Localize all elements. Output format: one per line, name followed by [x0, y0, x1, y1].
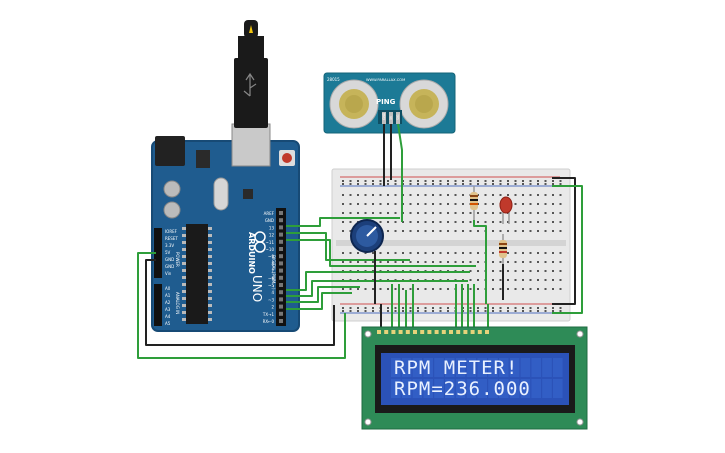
arduino-model: UNO — [250, 275, 264, 302]
chip-pins — [182, 227, 212, 321]
pin-label: 12 — [269, 233, 275, 238]
pin-label: 2 — [271, 305, 274, 310]
pin-label: 13 — [269, 225, 275, 230]
arduino-uno-board[interactable]: ARDUINO UNO DIGITAL (PWM ~) POWER ANALOG… — [151, 123, 300, 332]
pin-label: ~11 — [266, 240, 275, 245]
sensor-site: WWW.PARALLAX.COM — [366, 78, 405, 82]
digital-header[interactable] — [276, 208, 286, 326]
pin-label: GND — [265, 218, 274, 223]
wires — [137, 123, 583, 359]
atmega-chip — [186, 224, 208, 324]
lcd-line-2: RPM=236.000 — [394, 378, 531, 400]
pin-label: 5V — [165, 250, 171, 255]
breadboard-holes — [342, 180, 562, 312]
usb-cable[interactable] — [234, 20, 268, 128]
pin-label: 7 — [271, 269, 274, 274]
pin-label: 4 — [271, 290, 274, 295]
potentiometer-knob-indicator[interactable] — [366, 226, 377, 237]
pin-label: 3.3V — [165, 243, 174, 248]
digital-label: DIGITAL (PWM ~) — [271, 255, 276, 290]
usb-symbol-icon — [243, 72, 257, 97]
arduino-infinity-icon-right — [254, 241, 266, 253]
sensor-pin-label: 5V — [389, 115, 393, 120]
pin-label: ~6 — [268, 276, 274, 281]
pin-label: A3 — [165, 307, 171, 312]
pin-label: RESET — [165, 236, 178, 241]
dc-jack — [155, 136, 185, 166]
power-pin-labels: IOREF RESET 3.3V 5V GND GND Vin — [165, 229, 178, 276]
sensor-pin-label: GND — [382, 112, 386, 120]
sensor-brand: PING — [376, 98, 396, 106]
pin-label: Vin — [165, 271, 172, 276]
sensor-pin-label: SIG — [396, 114, 400, 120]
pin-label: A4 — [165, 314, 171, 319]
power-label: POWER — [175, 252, 180, 267]
analog-header[interactable] — [154, 284, 162, 326]
power-header[interactable] — [154, 228, 162, 278]
potentiometer[interactable] — [350, 219, 384, 253]
lcd-line-1: RPM METER! — [394, 357, 518, 379]
pin-label: A5 — [165, 321, 171, 326]
analog-label: ANALOG IN — [175, 292, 180, 314]
lcd-16x2-module[interactable]: RPM METER! RPM=236.000 — [361, 326, 588, 430]
usb-lightning-icon — [249, 25, 253, 33]
pin-label: GND — [165, 257, 174, 262]
digital-header-pins — [279, 211, 283, 323]
red-led[interactable] — [499, 196, 513, 224]
pin-label: ~9 — [268, 254, 274, 259]
pin-label: A2 — [165, 300, 171, 305]
pin-label: GND — [165, 264, 174, 269]
pin-label: ~3 — [268, 297, 274, 302]
pin-label: RX←0 — [263, 319, 275, 324]
arduino-brand: ARDUINO — [247, 232, 256, 274]
pin-label: A1 — [165, 293, 171, 298]
pin-label: A0 — [165, 286, 171, 291]
pin-label: ~10 — [266, 247, 275, 252]
lcd-character-cells — [391, 358, 563, 398]
reset-button-cap[interactable] — [282, 153, 292, 163]
pin-label: 8 — [271, 261, 274, 266]
usb-port — [231, 123, 271, 167]
resistor-1[interactable] — [470, 186, 478, 220]
pin-label: TX→1 — [262, 312, 275, 317]
pin-label: ~5 — [268, 283, 274, 288]
resistor-2[interactable] — [499, 234, 507, 264]
sensor-part-number: 28015 — [327, 77, 340, 82]
pin-label: AREF — [264, 211, 275, 216]
pin-label: IOREF — [165, 229, 178, 234]
lcd-header-pins — [377, 330, 489, 334]
digital-pin-labels: AREF GND 13 12 ~11 ~10 ~9 8 7 ~6 ~5 4 ~3 2TX→1RX←0 — [262, 211, 275, 324]
